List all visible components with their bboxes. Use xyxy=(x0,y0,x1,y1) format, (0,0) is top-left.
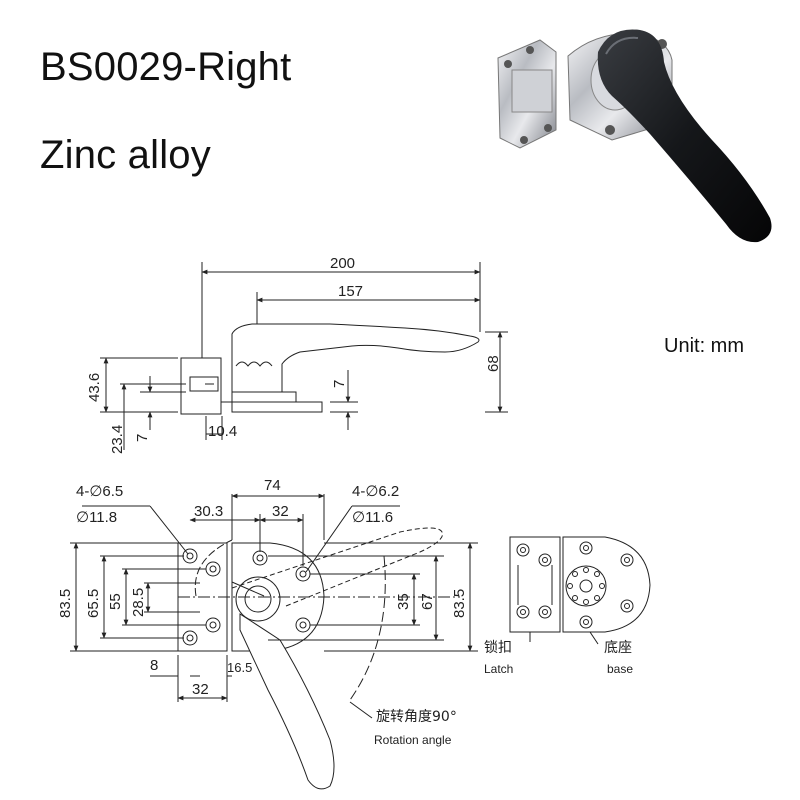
dim-height: 43.6 xyxy=(86,373,103,402)
legend-base-en: base xyxy=(607,662,633,676)
dim-handle-length: 157 xyxy=(338,283,363,300)
dim-latch-width: 10.4 xyxy=(208,423,237,440)
legend-base-cn: 底座 xyxy=(604,640,632,656)
dim-w-32-bottom: 32 xyxy=(192,681,209,698)
top-view-dimensions xyxy=(70,493,478,719)
dim-plate-thickness: 7 xyxy=(134,434,151,442)
rotation-label-en: Rotation angle xyxy=(374,733,452,747)
dim-latch-offset: 7 xyxy=(331,380,348,388)
model-title: BS0029-Right xyxy=(40,45,292,89)
top-view-labels: 4-∅6.5 ∅11.8 4-∅6.2 ∅11.6 74 30.3 32 83.… xyxy=(57,477,468,747)
dim-offset-30: 30.3 xyxy=(194,503,223,520)
legend-latch xyxy=(509,536,561,642)
dim-handle-height: 68 xyxy=(485,355,502,372)
dim-hole-spacing-top: 32 xyxy=(272,503,289,520)
dim-h-55: 55 xyxy=(107,593,124,610)
dim-h-65: 65.5 xyxy=(85,589,102,618)
dim-base-height: 23.4 xyxy=(109,425,126,454)
dim-h-83-right: 83.5 xyxy=(451,589,468,618)
dim-latch-counterbore: ∅11.8 xyxy=(76,509,117,526)
dim-latch-holes: 4-∅6.5 xyxy=(76,483,123,500)
unit-label: Unit: mm xyxy=(664,335,744,357)
material-title: Zinc alloy xyxy=(40,133,211,177)
dim-h-28: 28.5 xyxy=(130,588,147,617)
legend-latch-cn: 锁扣 xyxy=(484,640,512,656)
dim-base-holes: 4-∅6.2 xyxy=(352,483,399,500)
side-view xyxy=(180,262,481,415)
dim-h-35: 35 xyxy=(395,593,412,610)
dim-w-8: 8 xyxy=(150,657,158,674)
legend-latch-en: Latch xyxy=(484,662,513,676)
top-view xyxy=(177,527,460,790)
side-view-labels: 200 157 68 43.6 23.4 7 10.4 7 xyxy=(86,255,502,454)
legend-labels: 锁扣 Latch 底座 base xyxy=(484,640,633,676)
product-photo xyxy=(497,29,772,243)
dim-h-67: 67 xyxy=(419,593,436,610)
dim-base-counterbore: ∅11.6 xyxy=(352,509,393,526)
dim-total-length: 200 xyxy=(330,255,355,272)
photo-handle xyxy=(597,29,772,243)
photo-latch xyxy=(497,39,557,149)
dim-base-width: 74 xyxy=(264,477,281,494)
dim-h-83-left: 83.5 xyxy=(57,589,74,618)
dim-w-16: 16.5 xyxy=(227,660,252,675)
rotation-label-cn: 旋转角度90° xyxy=(376,709,457,725)
side-view-dimensions xyxy=(100,269,508,450)
legend-base xyxy=(562,536,651,645)
